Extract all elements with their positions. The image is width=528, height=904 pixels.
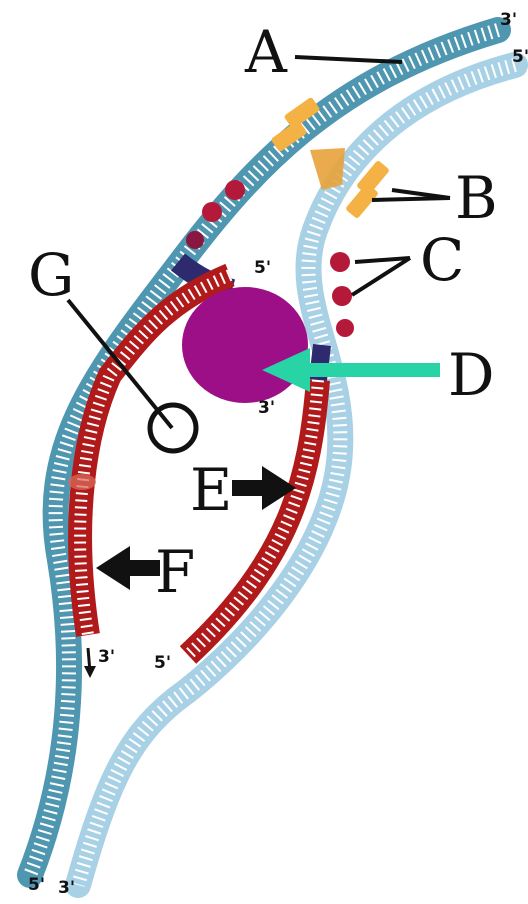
end-label-bottom-left-first: 5' <box>28 875 45 895</box>
end-label-lagging-three: 3' <box>98 647 115 667</box>
template-strand-a-rungs <box>30 30 498 875</box>
label-f: F <box>155 538 195 606</box>
label-g: G <box>28 241 74 309</box>
end-label-top-right-upper: 3' <box>500 10 517 30</box>
lagging-end-tick-head <box>84 666 96 678</box>
end-label-top-right-lower: 5' <box>512 47 528 67</box>
label-a: A <box>244 18 288 86</box>
end-label-leading-five: 5' <box>154 653 171 673</box>
arrow-f <box>96 546 160 590</box>
dna-polymerase <box>182 287 308 403</box>
end-label-primer-top-five: 5' <box>254 258 271 278</box>
label-b: B <box>455 164 498 232</box>
label-c: C <box>420 226 464 294</box>
label-d: D <box>448 341 495 409</box>
label-e: E <box>190 456 232 524</box>
end-label-bottom-left-second: 3' <box>58 878 75 898</box>
okazaki-gap-mark <box>68 474 96 490</box>
end-label-primer-top-three: 3' <box>258 398 275 418</box>
